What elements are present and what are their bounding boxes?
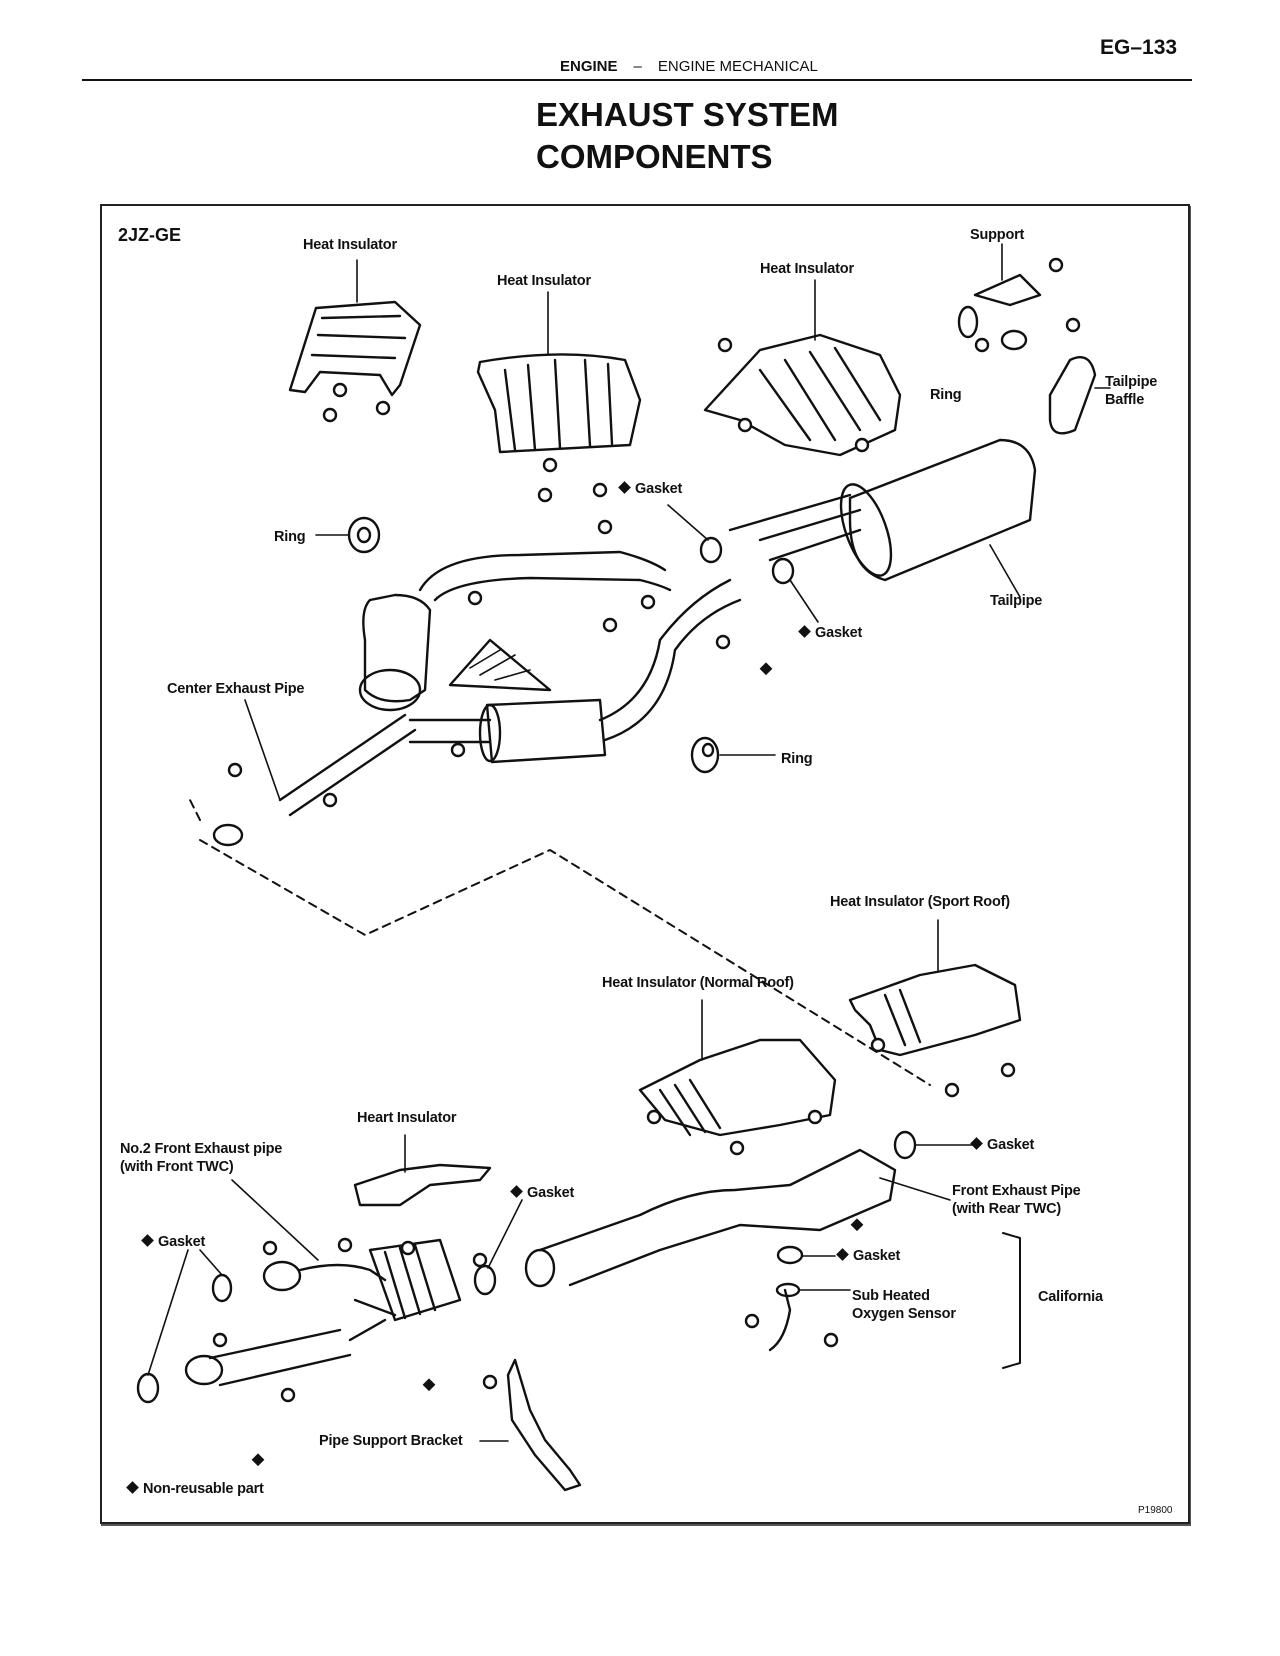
label-gasket-left-text: Gasket: [158, 1234, 206, 1250]
diamond-icon: [836, 1248, 849, 1261]
label-gasket-middle-text: Gasket: [815, 625, 863, 641]
heat-insulator-sport-roof-part: [848, 919, 1022, 1057]
figure-frame: [100, 204, 1190, 1524]
label-gasket-center: Gasket: [510, 1184, 575, 1202]
diamond-icon: [510, 1185, 523, 1198]
label-gasket-sensor-text: Gasket: [853, 1248, 901, 1264]
label-center-exhaust-pipe: Center Exhaust Pipe: [167, 681, 305, 697]
label-no2-front-exhaust-pipe: No.2 Front Exhaust pipe (with Front TWC): [120, 1140, 282, 1176]
heart-insulator-part: [353, 1163, 492, 1207]
label-heat-insulator-3: Heat Insulator: [760, 261, 854, 277]
label-ring-middle: Ring: [781, 751, 813, 767]
label-heat-insulator-sport-roof: Heat Insulator (Sport Roof): [830, 894, 1010, 910]
legend-non-reusable: Non-reusable part: [126, 1480, 264, 1498]
figure-code: P19800: [1138, 1505, 1173, 1516]
heat-insulator-normal-roof-part: [638, 999, 837, 1137]
title-line-2: COMPONENTS: [536, 138, 773, 175]
label-heart-insulator: Heart Insulator: [357, 1110, 457, 1126]
label-gasket-right: Gasket: [970, 1136, 1035, 1154]
diamond-icon: [126, 1481, 139, 1494]
label-tailpipe: Tailpipe: [990, 593, 1043, 609]
label-heat-insulator-normal-roof: Heat Insulator (Normal Roof): [602, 975, 794, 991]
label-gasket-middle: Gasket: [798, 624, 863, 642]
label-gasket-right-text: Gasket: [987, 1137, 1035, 1153]
header-rule: [82, 79, 1192, 81]
legend-text: Non-reusable part: [143, 1481, 264, 1497]
label-pipe-support-bracket: Pipe Support Bracket: [319, 1433, 463, 1449]
label-o2-line-2: Oxygen Sensor: [852, 1306, 956, 1322]
label-gasket-top-text: Gasket: [635, 481, 683, 497]
label-front-line-1: Front Exhaust Pipe: [952, 1183, 1081, 1199]
label-gasket-left: Gasket: [141, 1233, 206, 1251]
heat-insulator-1-part: [288, 259, 422, 397]
label-support: Support: [970, 227, 1025, 243]
running-header: ENGINE–ENGINE MECHANICAL: [560, 58, 818, 75]
section-name: ENGINE: [560, 58, 618, 75]
label-front-exhaust-pipe: Front Exhaust Pipe (with Rear TWC): [952, 1182, 1081, 1218]
label-california: California: [1038, 1289, 1103, 1305]
heat-insulator-2-part: [476, 291, 642, 454]
label-heat-insulator-2: Heat Insulator: [497, 273, 591, 289]
label-tailpipe-baffle-line-2: Baffle: [1105, 392, 1145, 408]
support-part: [957, 243, 1042, 351]
label-front-line-2: (with Rear TWC): [952, 1201, 1061, 1217]
label-gasket-center-text: Gasket: [527, 1185, 575, 1201]
tailpipe-muffler-part: [728, 438, 1037, 598]
engine-model-label: 2JZ-GE: [118, 225, 182, 245]
header-separator: –: [633, 58, 642, 75]
page-number: EG–133: [1100, 36, 1178, 59]
no2-front-exhaust-pipe-part: [136, 1179, 523, 1404]
subsection-name: ENGINE MECHANICAL: [657, 58, 818, 75]
pipe-support-bracket-part: [506, 1358, 582, 1492]
label-gasket-top: Gasket: [618, 480, 683, 498]
ring-left-part: [347, 516, 381, 554]
diamond-icon: [798, 625, 811, 638]
tailpipe-baffle-part: [1048, 355, 1097, 435]
diamond-icon: [970, 1137, 983, 1150]
label-ring-left: Ring: [274, 529, 306, 545]
front-exhaust-pipe-part: [524, 1130, 976, 1288]
gasket-top-part: [699, 536, 723, 564]
ring-middle-part: [690, 736, 720, 774]
label-no2-line-2: (with Front TWC): [120, 1159, 234, 1175]
gasket-middle-part: [771, 557, 795, 585]
label-ring-upper: Ring: [930, 387, 962, 403]
center-heat-insulator-part: [448, 638, 552, 692]
page-title: EXHAUST SYSTEM COMPONENTS: [536, 94, 839, 178]
non-reusable-markers: [251, 662, 864, 1467]
diamond-icon: [618, 481, 631, 494]
sub-heated-oxygen-sensor-part: [768, 1245, 851, 1352]
label-no2-line-1: No.2 Front Exhaust pipe: [120, 1141, 283, 1157]
label-gasket-sensor: Gasket: [836, 1247, 901, 1265]
diamond-icon: [141, 1234, 154, 1247]
label-tailpipe-baffle-line-1: Tailpipe: [1105, 374, 1158, 390]
fasteners: [212, 257, 1081, 1403]
heat-insulator-3-part: [703, 279, 902, 457]
label-o2-line-1: Sub Heated: [852, 1288, 930, 1304]
title-line-1: EXHAUST SYSTEM: [536, 96, 839, 133]
california-bracket: [1002, 1232, 1021, 1369]
center-exhaust-pipe-part: [212, 550, 742, 847]
label-heat-insulator-1: Heat Insulator: [303, 237, 397, 253]
